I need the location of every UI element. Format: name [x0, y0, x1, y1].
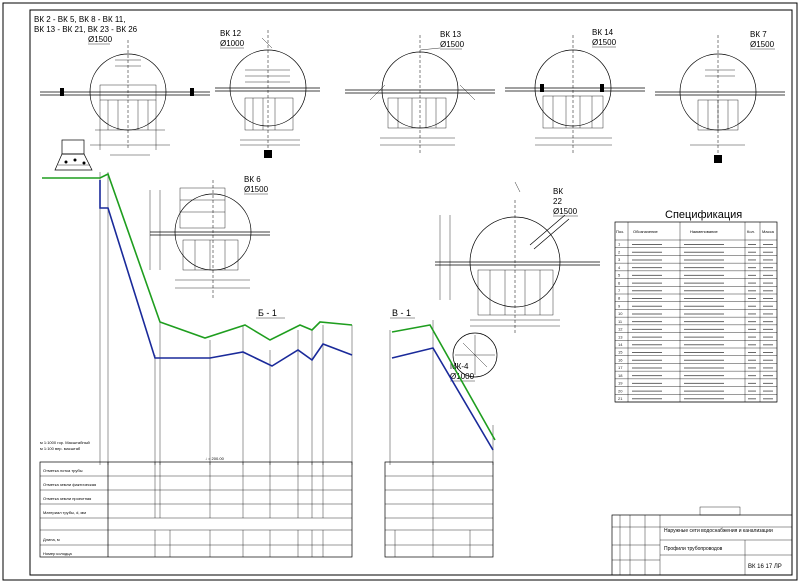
spec-row-number: 3: [618, 257, 621, 262]
profile-table-1-row-4: Материал трубы, d, мм: [43, 510, 86, 515]
spec-row-number: 21: [618, 396, 623, 401]
profile-table-1-row-1: Отметка лотка трубы: [43, 468, 83, 473]
svg-text:Масса: Масса: [762, 229, 775, 234]
spec-row-number: 13: [618, 334, 623, 339]
title-block-line-2: Профили трубопроводов: [664, 546, 723, 552]
well-detail-3: ВК 13 Ø1500: [345, 30, 495, 155]
well-7-label: ВК: [553, 187, 563, 196]
profile-table-1-row-3: Отметка земли проектная: [43, 496, 91, 501]
well-5-diameter: Ø1500: [750, 40, 775, 49]
svg-text:Кол.: Кол.: [747, 229, 755, 234]
profile-2-pipe-line: [391, 347, 494, 451]
svg-text:Обозначение: Обозначение: [633, 229, 659, 234]
profile-1-label: Б - 1: [258, 308, 277, 318]
embankment-symbol: [54, 139, 93, 171]
well-4-label: ВК 14: [592, 28, 614, 37]
well-detail-4: ВК 14 Ø1500: [505, 28, 645, 155]
spec-row-number: 10: [618, 311, 623, 316]
well-detail-8: МК-4 Ø1000: [450, 332, 498, 382]
spec-title: Спецификация: [665, 209, 742, 221]
profile-table-1-row-2: Отметка земли фактическая: [43, 482, 96, 487]
well-4-diameter: Ø1500: [592, 38, 617, 47]
svg-text:м 1:1000 гор. Масштабный: м 1:1000 гор. Масштабный: [40, 440, 90, 445]
spec-row-number: 17: [618, 365, 623, 370]
well-7-number: 22: [553, 197, 562, 206]
svg-text:↓ = 200.00: ↓ = 200.00: [205, 456, 225, 461]
title-block-sheet-code: ВК 16 17 ЛР: [748, 564, 782, 570]
profile-1-pipe-line: [99, 180, 353, 367]
svg-text:м 1:100 вер. масштаб: м 1:100 вер. масштаб: [40, 446, 81, 451]
profile-2-label: В - 1: [392, 308, 411, 318]
well-1-label-b: ВК 13 - ВК 21, ВК 23 - ВК 26: [34, 25, 138, 34]
well-detail-7: ВК 22 Ø1500: [435, 181, 600, 335]
specification-table: Спецификация Поз. Обозначение Наименован…: [614, 209, 778, 403]
spec-row-number: 2: [618, 249, 621, 254]
well-7-diameter: Ø1500: [553, 207, 578, 216]
well-8-diameter: Ø1000: [450, 372, 475, 381]
spec-row-number: 5: [618, 273, 621, 278]
well-8-circle: [452, 332, 498, 378]
spec-row-number: 19: [618, 381, 623, 386]
well-6-diameter: Ø1500: [244, 185, 269, 194]
spec-row-number: 14: [618, 342, 623, 347]
title-block-line-1: Наружные сети водоснабжения и канализаци…: [664, 528, 773, 534]
profile-2-ground-line: [391, 324, 496, 441]
spec-row-number: 7: [618, 288, 621, 293]
spec-row-number: 15: [618, 350, 623, 355]
well-6-label: ВК 6: [244, 175, 261, 184]
svg-text:Наименование: Наименование: [690, 229, 719, 234]
well-detail-1: ВК 2 - ВК 5, ВК 8 - ВК 11, ВК 13 - ВК 21…: [34, 15, 210, 156]
spec-row-number: 20: [618, 388, 623, 393]
well-1-diameter: Ø1500: [88, 35, 113, 44]
profile-2: В - 1: [389, 308, 496, 465]
spec-row-number: 12: [618, 327, 623, 332]
title-block: Наружные сети водоснабжения и канализаци…: [611, 506, 793, 576]
spec-row-number: 6: [618, 280, 621, 285]
well-2-diameter: Ø1000: [220, 39, 245, 48]
spec-row-number: 9: [618, 303, 621, 308]
svg-text:Поз.: Поз.: [616, 229, 624, 234]
well-3-diameter: Ø1500: [440, 40, 465, 49]
spec-row-number: 1: [618, 242, 621, 247]
well-detail-6: ВК 6 Ø1500: [149, 175, 270, 300]
well-detail-2: ВК 12 Ø1000: [215, 29, 320, 158]
well-2-label: ВК 12: [220, 29, 242, 38]
well-3-label: ВК 13: [440, 30, 462, 39]
well-detail-5: ВК 7 Ø1500: [655, 30, 785, 165]
profile-1: Б - 1 м 1:1000 гор. Масштабный м 1:100 в…: [40, 172, 353, 465]
profile-table-1: Отметка лотка трубы Отметка земли фактич…: [39, 461, 353, 558]
profile-1-ground-line: [42, 172, 353, 341]
spec-row-number: 11: [618, 319, 623, 324]
spec-row-number: 18: [618, 373, 623, 378]
well-8-label: МК-4: [450, 362, 469, 371]
well-1-label-a: ВК 2 - ВК 5, ВК 8 - ВК 11,: [34, 15, 125, 24]
spec-row-number: 16: [618, 357, 623, 362]
profile-table-1-row-5: Длина, м: [43, 537, 60, 542]
sheet-inner-frame: [29, 9, 793, 576]
spec-row-number: 4: [618, 265, 621, 270]
spec-row-number: 8: [618, 296, 621, 301]
profile-table-2: [384, 461, 494, 558]
well-5-label: ВК 7: [750, 30, 767, 39]
profile-table-1-row-6: Номер колодца: [43, 551, 72, 556]
